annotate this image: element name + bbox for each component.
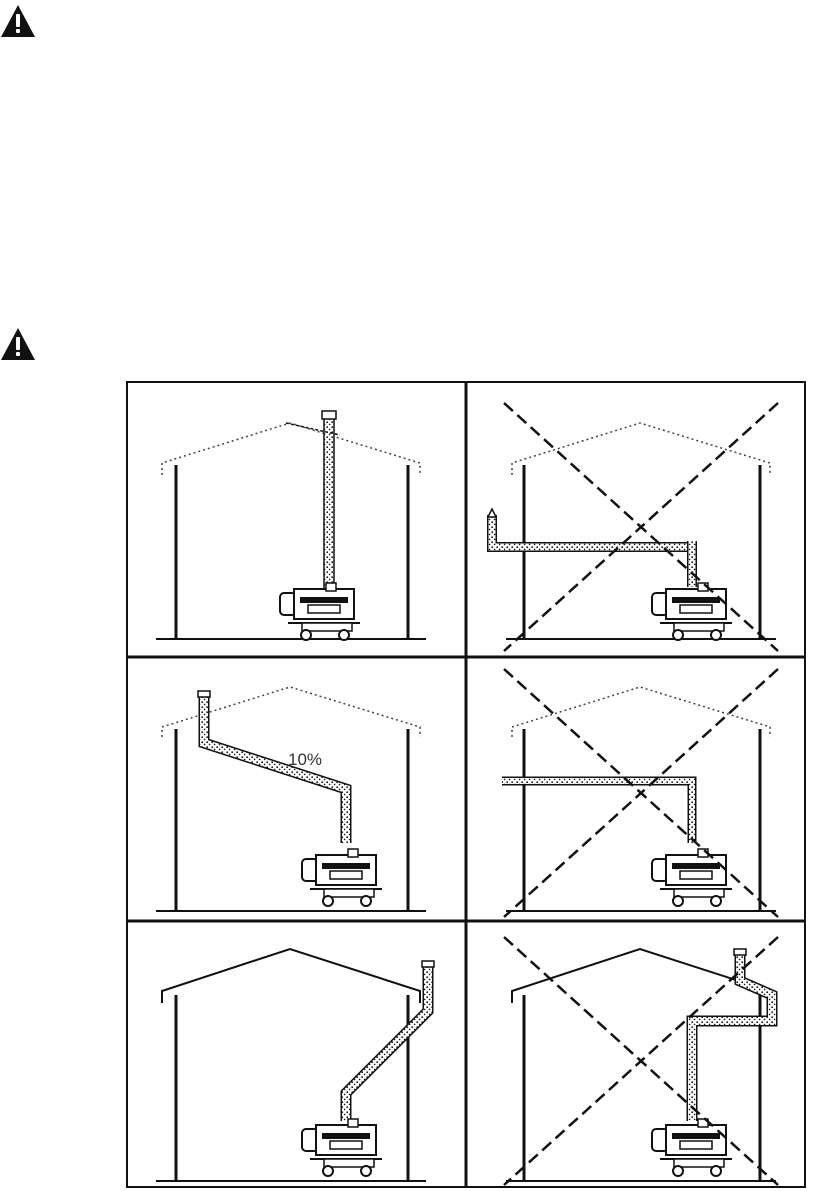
slope-label: 10% xyxy=(288,750,322,769)
warning-triangle-icon xyxy=(0,4,36,38)
flue-installation-diagram: 10% xyxy=(126,381,806,1188)
warning-triangle-icon xyxy=(0,327,36,361)
